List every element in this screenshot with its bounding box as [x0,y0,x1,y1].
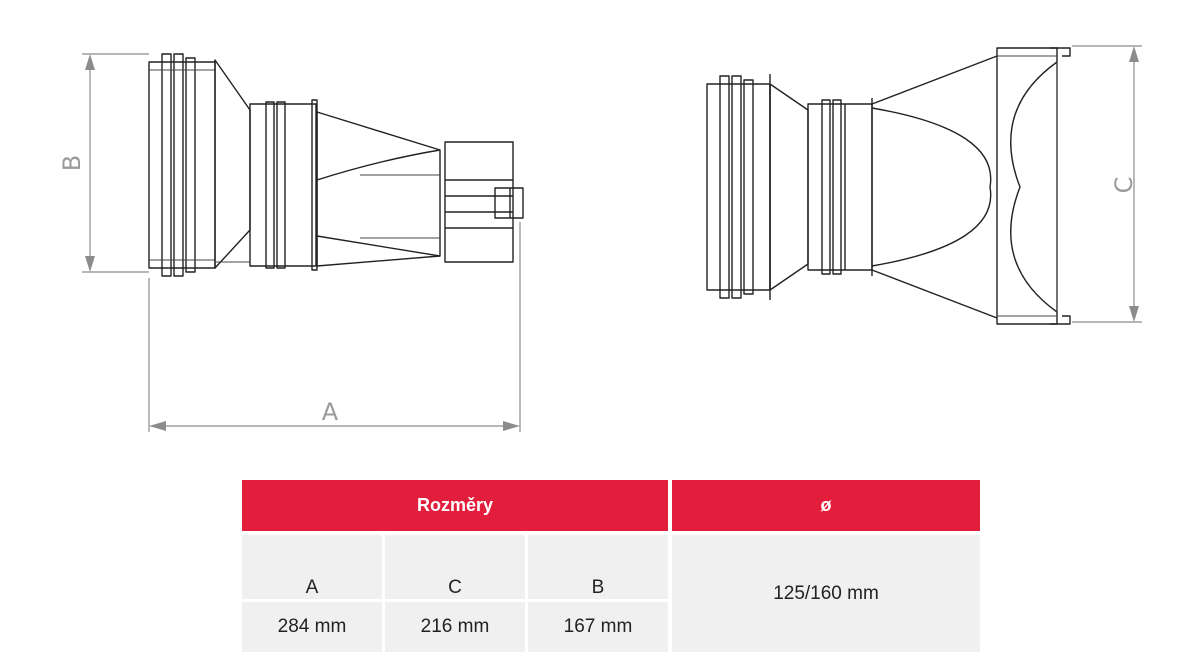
dimension-label-c: C [1110,177,1138,194]
value-c: 216 mm [385,602,525,652]
value-b: 167 mm [528,602,668,652]
top-view [706,47,1071,325]
diameter-value: 125/160 mm [672,535,980,652]
value-a: 284 mm [242,602,382,652]
column-label-c: C [385,535,525,599]
dimension-label-b: B [58,155,86,171]
side-view [148,53,524,277]
dimension-label-a: A [322,398,339,426]
column-label-a: A [242,535,382,599]
dimension-a: A [148,222,521,432]
header-diameter: ø [672,480,980,531]
dimension-c: C [1072,45,1142,323]
header-dimensions: Rozměry [242,480,668,531]
column-label-b: B [528,535,668,599]
dimension-b: B [58,53,149,273]
technical-drawing: B A [58,45,1142,432]
